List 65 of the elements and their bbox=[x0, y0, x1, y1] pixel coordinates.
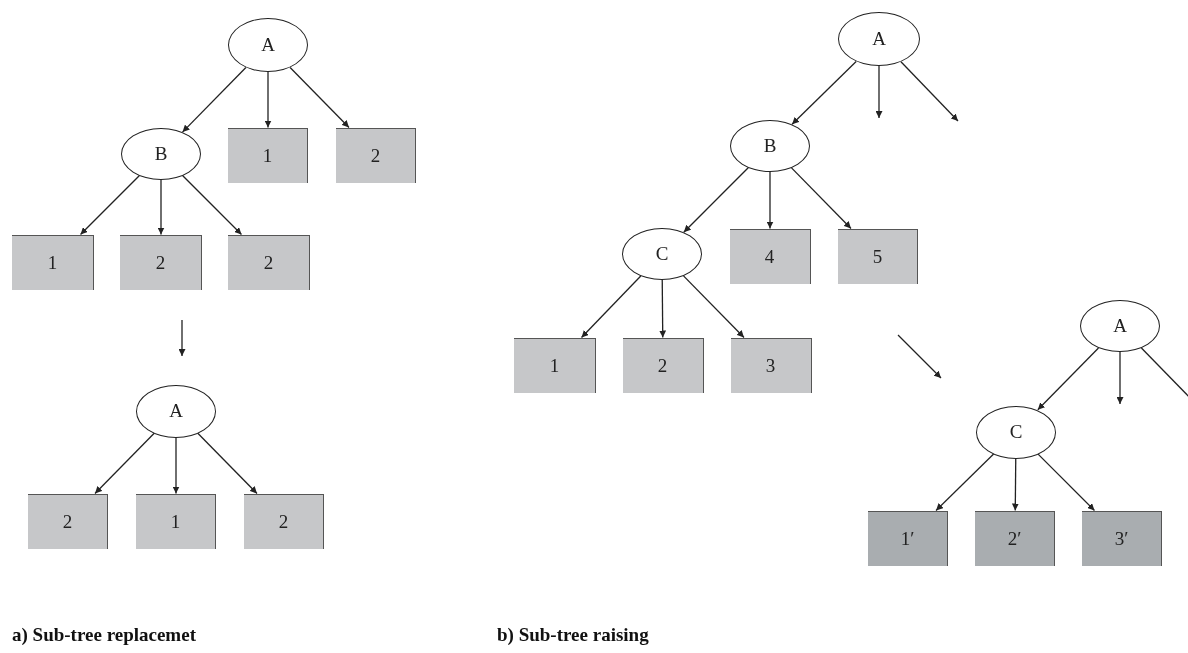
arrow bbox=[935, 453, 995, 512]
leaf-box bbox=[514, 337, 596, 393]
leaf-box bbox=[228, 127, 308, 183]
leaf-box bbox=[136, 493, 216, 549]
node-label: 2 bbox=[278, 510, 289, 533]
node-label: A bbox=[169, 400, 183, 422]
arrow bbox=[659, 279, 667, 339]
node-label: 4 bbox=[764, 245, 775, 268]
node-label: 2 bbox=[370, 144, 381, 167]
node-label: 2 bbox=[62, 510, 73, 533]
figure-caption: b) Sub-tree raising bbox=[497, 624, 649, 646]
arrow bbox=[1037, 347, 1100, 411]
leaf-box bbox=[120, 234, 202, 290]
node-label: 5 bbox=[872, 245, 883, 268]
node-label: 3 bbox=[765, 354, 776, 377]
arrow bbox=[580, 275, 642, 339]
arrow bbox=[683, 167, 749, 233]
node-label: 1 bbox=[549, 354, 560, 377]
arrow bbox=[172, 436, 180, 495]
arrow bbox=[682, 275, 745, 339]
arrow bbox=[1011, 457, 1019, 512]
leaf-box bbox=[28, 493, 108, 549]
node-label: C bbox=[655, 243, 669, 265]
arrow bbox=[264, 71, 272, 129]
leaf-box bbox=[228, 234, 310, 290]
node-label: C bbox=[1009, 421, 1023, 443]
node-label: 1 bbox=[262, 144, 273, 167]
arrow bbox=[157, 179, 165, 236]
node-label: 2′ bbox=[1007, 527, 1022, 550]
arrow bbox=[197, 432, 258, 495]
arrow bbox=[94, 432, 155, 495]
leaf-box bbox=[12, 234, 94, 290]
node-label: 2 bbox=[657, 354, 668, 377]
leaf-box bbox=[975, 510, 1055, 566]
arrow bbox=[1037, 453, 1096, 512]
arrow bbox=[766, 171, 774, 230]
node-label: 3′ bbox=[1114, 527, 1129, 550]
node-label: B bbox=[763, 135, 777, 157]
arrow bbox=[182, 175, 243, 236]
leaf-box bbox=[730, 337, 812, 393]
leaf-box bbox=[1082, 510, 1162, 566]
arrow bbox=[289, 66, 350, 129]
arrow bbox=[791, 60, 857, 125]
node-label: 2 bbox=[263, 251, 274, 274]
figure-caption: a) Sub-tree replacemet bbox=[12, 624, 196, 646]
arrow bbox=[875, 65, 883, 119]
leaf-box bbox=[729, 228, 811, 284]
arrow bbox=[1116, 351, 1124, 405]
node-label: A bbox=[261, 34, 275, 56]
leaf-box bbox=[244, 493, 324, 549]
node-label: A bbox=[872, 28, 886, 50]
node-label: 1 bbox=[170, 510, 181, 533]
node-label: 1 bbox=[47, 251, 58, 274]
arrow bbox=[79, 175, 140, 236]
node-label: B bbox=[154, 143, 168, 165]
leaf-box bbox=[622, 337, 704, 393]
arrow bbox=[900, 61, 959, 122]
node-label: A bbox=[1113, 315, 1127, 337]
leaf-box bbox=[868, 510, 948, 566]
leaf-box bbox=[336, 127, 416, 183]
arrow bbox=[181, 66, 247, 133]
arrow bbox=[790, 167, 852, 230]
node-label: 1′ bbox=[900, 527, 915, 550]
leaf-box bbox=[838, 228, 918, 284]
node-label: 2 bbox=[155, 251, 166, 274]
